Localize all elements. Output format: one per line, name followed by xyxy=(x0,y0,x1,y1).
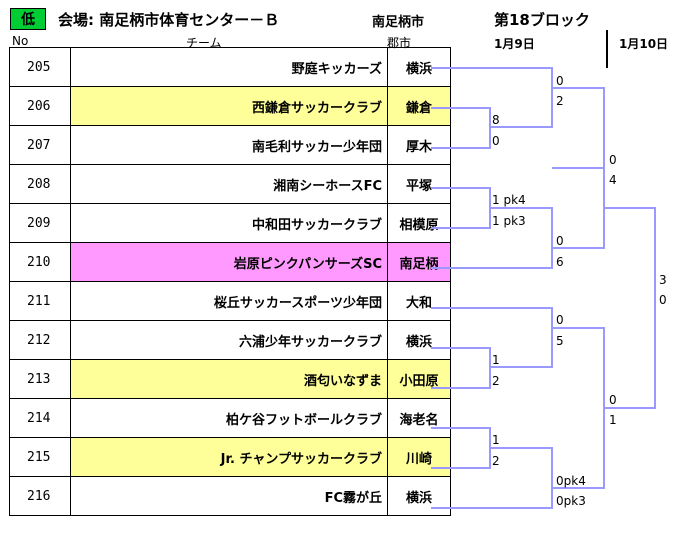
team-name: 岩原ピンクパンサーズSC xyxy=(70,242,388,282)
score-semi2-bot: 1 xyxy=(609,413,617,427)
date-round2: 1月10日 xyxy=(619,37,669,51)
score-semi1-bot: 4 xyxy=(609,173,617,187)
team-city: 横浜 xyxy=(387,476,451,516)
date-round1: 1月9日 xyxy=(494,37,535,51)
team-city: 厚木 xyxy=(387,125,451,165)
score-206: 8 xyxy=(492,113,500,127)
score-semi1-top: 0 xyxy=(609,153,617,167)
score-213: 2 xyxy=(492,374,500,388)
score-208: 1 pk4 xyxy=(492,193,526,207)
team-city: 相模原 xyxy=(387,203,451,243)
team-number: 209 xyxy=(9,203,71,243)
team-number: 211 xyxy=(9,281,71,321)
team-city: 南足柄 xyxy=(387,242,451,282)
team-name: 桜丘サッカースポーツ少年団 xyxy=(70,281,388,321)
score-final-top: 3 xyxy=(659,273,667,287)
score-210: 6 xyxy=(556,255,564,269)
team-city: 小田原 xyxy=(387,359,451,399)
team-number: 208 xyxy=(9,164,71,204)
team-name: 湘南シーホースFC xyxy=(70,164,388,204)
col-team-header: チーム xyxy=(186,36,222,50)
col-no-header: No xyxy=(12,34,29,48)
bracket-line xyxy=(552,87,605,169)
score-214-215-winner: 0pk4 xyxy=(556,474,586,488)
score-208-209-winner: 0 xyxy=(556,234,564,248)
bracket-line xyxy=(431,367,491,389)
bracket-line xyxy=(431,427,491,469)
score-final-bot: 0 xyxy=(659,293,667,307)
bracket-line xyxy=(431,127,491,149)
team-name: 南毛利サッカー少年団 xyxy=(70,125,388,165)
team-name: 西鎌倉サッカークラブ xyxy=(70,86,388,126)
score-216: 0pk3 xyxy=(556,494,586,508)
team-city: 平塚 xyxy=(387,164,451,204)
block-title: 第18ブロック xyxy=(494,11,590,29)
bracket-line xyxy=(604,207,656,409)
bracket-line xyxy=(431,187,491,229)
team-city: 大和 xyxy=(387,281,451,321)
bracket-line xyxy=(431,307,553,368)
team-number: 206 xyxy=(9,86,71,126)
score-206-207-winner: 2 xyxy=(556,94,564,108)
host-city: 南足柄市 xyxy=(372,15,425,30)
venue-title: 会場: 南足柄市体育センター－Ｂ xyxy=(58,11,280,29)
score-205: 0 xyxy=(556,74,564,88)
bracket-line xyxy=(552,327,605,489)
team-number: 210 xyxy=(9,242,71,282)
team-number: 205 xyxy=(9,47,71,87)
team-name: Jr. チャンプサッカークラブ xyxy=(70,437,388,477)
level-badge: 低 xyxy=(10,8,46,30)
team-name: 酒匂いなずま xyxy=(70,359,388,399)
score-215: 2 xyxy=(492,454,500,468)
col-city-header: 郡市 xyxy=(387,36,412,50)
team-number: 212 xyxy=(9,320,71,360)
bracket-line xyxy=(431,248,553,269)
team-city: 海老名 xyxy=(387,398,451,438)
date-divider xyxy=(606,30,608,68)
score-209: 1 pk3 xyxy=(492,214,526,228)
bracket-line xyxy=(431,447,553,509)
score-211: 0 xyxy=(556,313,564,327)
score-212-213-winner: 5 xyxy=(556,334,564,348)
bracket-line xyxy=(490,168,605,249)
score-214: 1 xyxy=(492,433,500,447)
team-city: 川崎 xyxy=(387,437,451,477)
score-207: 0 xyxy=(492,134,500,148)
team-name: 野庭キッカーズ xyxy=(70,47,388,87)
team-city: 横浜 xyxy=(387,47,451,87)
score-semi2-top: 0 xyxy=(609,393,617,407)
bracket-line xyxy=(431,67,553,128)
score-212: 1 xyxy=(492,353,500,367)
team-city: 鎌倉 xyxy=(387,86,451,126)
